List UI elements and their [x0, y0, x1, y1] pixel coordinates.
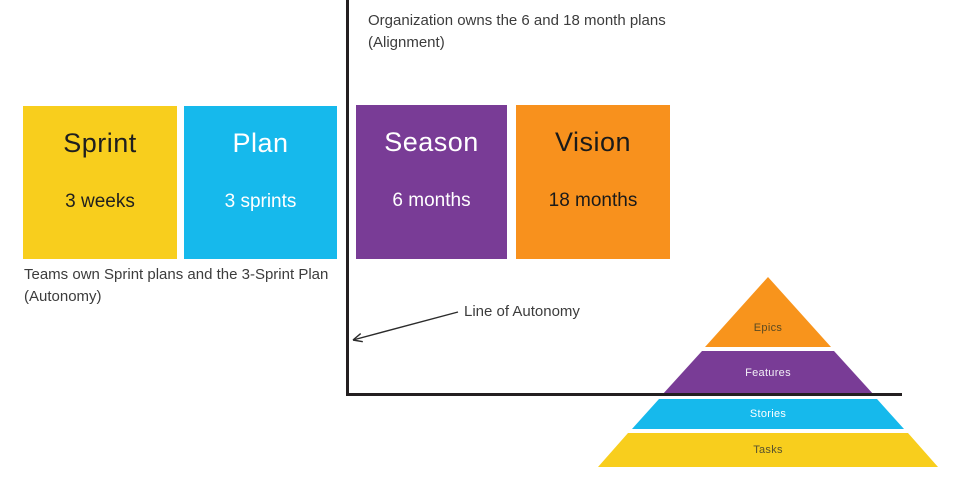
plan-box-title: Plan	[232, 128, 289, 158]
pyramid-layer-epics: Epics	[705, 277, 831, 347]
sprint-box-subtitle: 3 weeks	[65, 191, 135, 212]
pyramid-layer-epics-label: Epics	[753, 322, 783, 334]
plan-box: Plan 3 sprints	[184, 106, 337, 259]
backlog-pyramid: Epics Features Stories Tasks	[598, 277, 938, 467]
line-of-autonomy-arrow-icon	[352, 311, 459, 343]
vision-box: Vision 18 months	[516, 105, 670, 259]
line-of-autonomy-vertical	[346, 0, 349, 395]
pyramid-layer-features: Features	[662, 351, 874, 395]
vision-box-title: Vision	[554, 127, 632, 157]
alignment-note-line2: (Alignment)	[368, 34, 445, 51]
pyramid-layer-tasks-label: Tasks	[753, 444, 783, 456]
alignment-note-line1: Organization owns the 6 and 18 month pla…	[368, 12, 666, 29]
sprint-box-title: Sprint	[63, 128, 137, 158]
season-box-subtitle: 6 months	[392, 190, 471, 211]
vision-box-subtitle: 18 months	[548, 190, 638, 211]
line-of-autonomy-horizontal	[346, 393, 902, 396]
pyramid-layer-stories: Stories	[632, 399, 904, 429]
autonomy-note-line1: Teams own Sprint plans and the 3-Sprint …	[24, 266, 329, 283]
pyramid-layer-tasks: Tasks	[598, 433, 938, 467]
pyramid-layer-stories-label: Stories	[749, 408, 787, 420]
sprint-box: Sprint 3 weeks	[23, 106, 177, 259]
alignment-note: Organization owns the 6 and 18 month pla…	[368, 10, 708, 54]
season-box-title: Season	[384, 127, 479, 157]
pyramid-layer-features-label: Features	[745, 367, 791, 379]
season-box: Season 6 months	[356, 105, 507, 259]
autonomy-note-line2: (Autonomy)	[24, 288, 102, 305]
line-of-autonomy-label: Line of Autonomy	[464, 303, 580, 320]
plan-box-subtitle: 3 sprints	[224, 191, 297, 212]
autonomy-note: Teams own Sprint plans and the 3-Sprint …	[24, 264, 384, 308]
